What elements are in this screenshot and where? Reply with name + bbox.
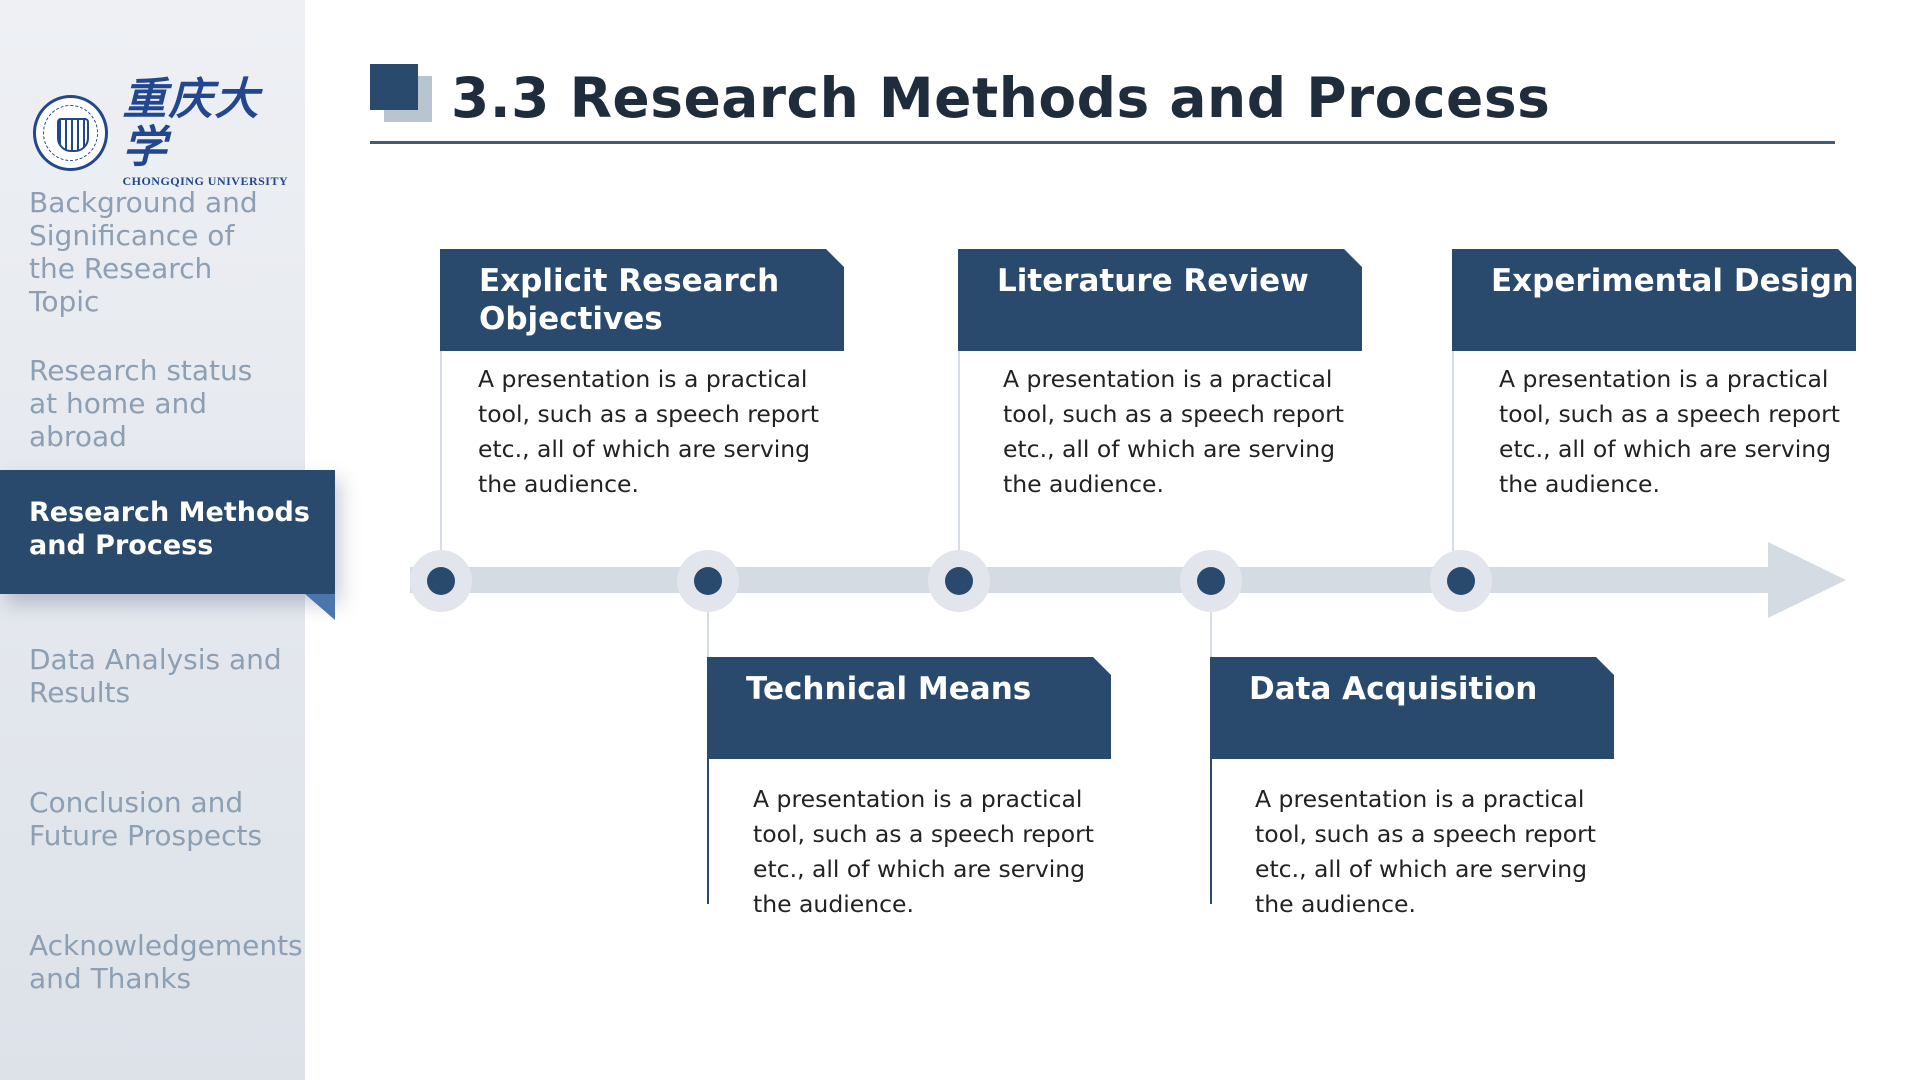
sidebar-item-data-analysis[interactable]: Data Analysis and Results — [29, 643, 282, 709]
logo-text: 重庆大学 CHONGQING UNIVERSITY — [122, 76, 305, 189]
connector-step-4-lower — [1210, 759, 1212, 904]
logo-chinese-name: 重庆大学 — [122, 74, 261, 173]
connector-step-1 — [440, 351, 442, 551]
title-underline — [370, 141, 1835, 144]
step-1-text: A presentation is a practical tool, such… — [478, 365, 819, 498]
step-1-title: Explicit Research Objectives — [479, 263, 780, 337]
sidebar-item-label: Research Methods and Process — [29, 497, 310, 561]
logo-english-name: CHONGQING UNIVERSITY — [122, 174, 289, 188]
step-5-title: Experimental Design — [1491, 263, 1854, 299]
university-seal-icon — [33, 94, 109, 171]
timeline-node-4 — [1180, 550, 1242, 612]
step-2-text: A presentation is a practical tool, such… — [753, 785, 1094, 918]
square-stack-icon — [370, 64, 432, 122]
step-3-text: A presentation is a practical tool, such… — [1003, 365, 1344, 498]
step-5-text: A presentation is a practical tool, such… — [1499, 365, 1840, 498]
timeline-node-3 — [928, 550, 990, 612]
step-2-title: Technical Means — [746, 671, 1032, 707]
step-5-header: Experimental Design — [1452, 249, 1856, 351]
sidebar-item-background[interactable]: Background and Significance of the Resea… — [29, 186, 258, 318]
arrow-right-icon — [1768, 542, 1846, 618]
timeline-node-2 — [677, 550, 739, 612]
active-tab-fold — [305, 594, 335, 620]
connector-step-5 — [1452, 351, 1454, 551]
timeline-node-5 — [1430, 550, 1492, 612]
timeline-axis — [410, 567, 1770, 593]
sidebar-item-research-methods-active[interactable]: Research Methods and Process — [0, 470, 335, 594]
step-4-header: Data Acquisition — [1210, 657, 1614, 759]
step-4-title: Data Acquisition — [1249, 671, 1538, 707]
step-3-title: Literature Review — [997, 263, 1309, 299]
sidebar-item-acknowledgements[interactable]: Acknowledgements and Thanks — [29, 929, 303, 995]
title-marker-front — [370, 64, 418, 110]
university-logo: 重庆大学 CHONGQING UNIVERSITY — [33, 76, 305, 189]
connector-step-2-lower — [707, 759, 709, 904]
timeline-node-1 — [410, 550, 472, 612]
step-1-header: Explicit Research Objectives — [440, 249, 844, 351]
sidebar-item-conclusion[interactable]: Conclusion and Future Prospects — [29, 786, 263, 852]
sidebar-item-research-status[interactable]: Research status at home and abroad — [29, 354, 253, 453]
step-3-header: Literature Review — [958, 249, 1362, 351]
page-title: 3.3 Research Methods and Process — [451, 66, 1551, 130]
step-2-header: Technical Means — [707, 657, 1111, 759]
step-4-text: A presentation is a practical tool, such… — [1255, 785, 1596, 918]
connector-step-3 — [958, 351, 960, 551]
